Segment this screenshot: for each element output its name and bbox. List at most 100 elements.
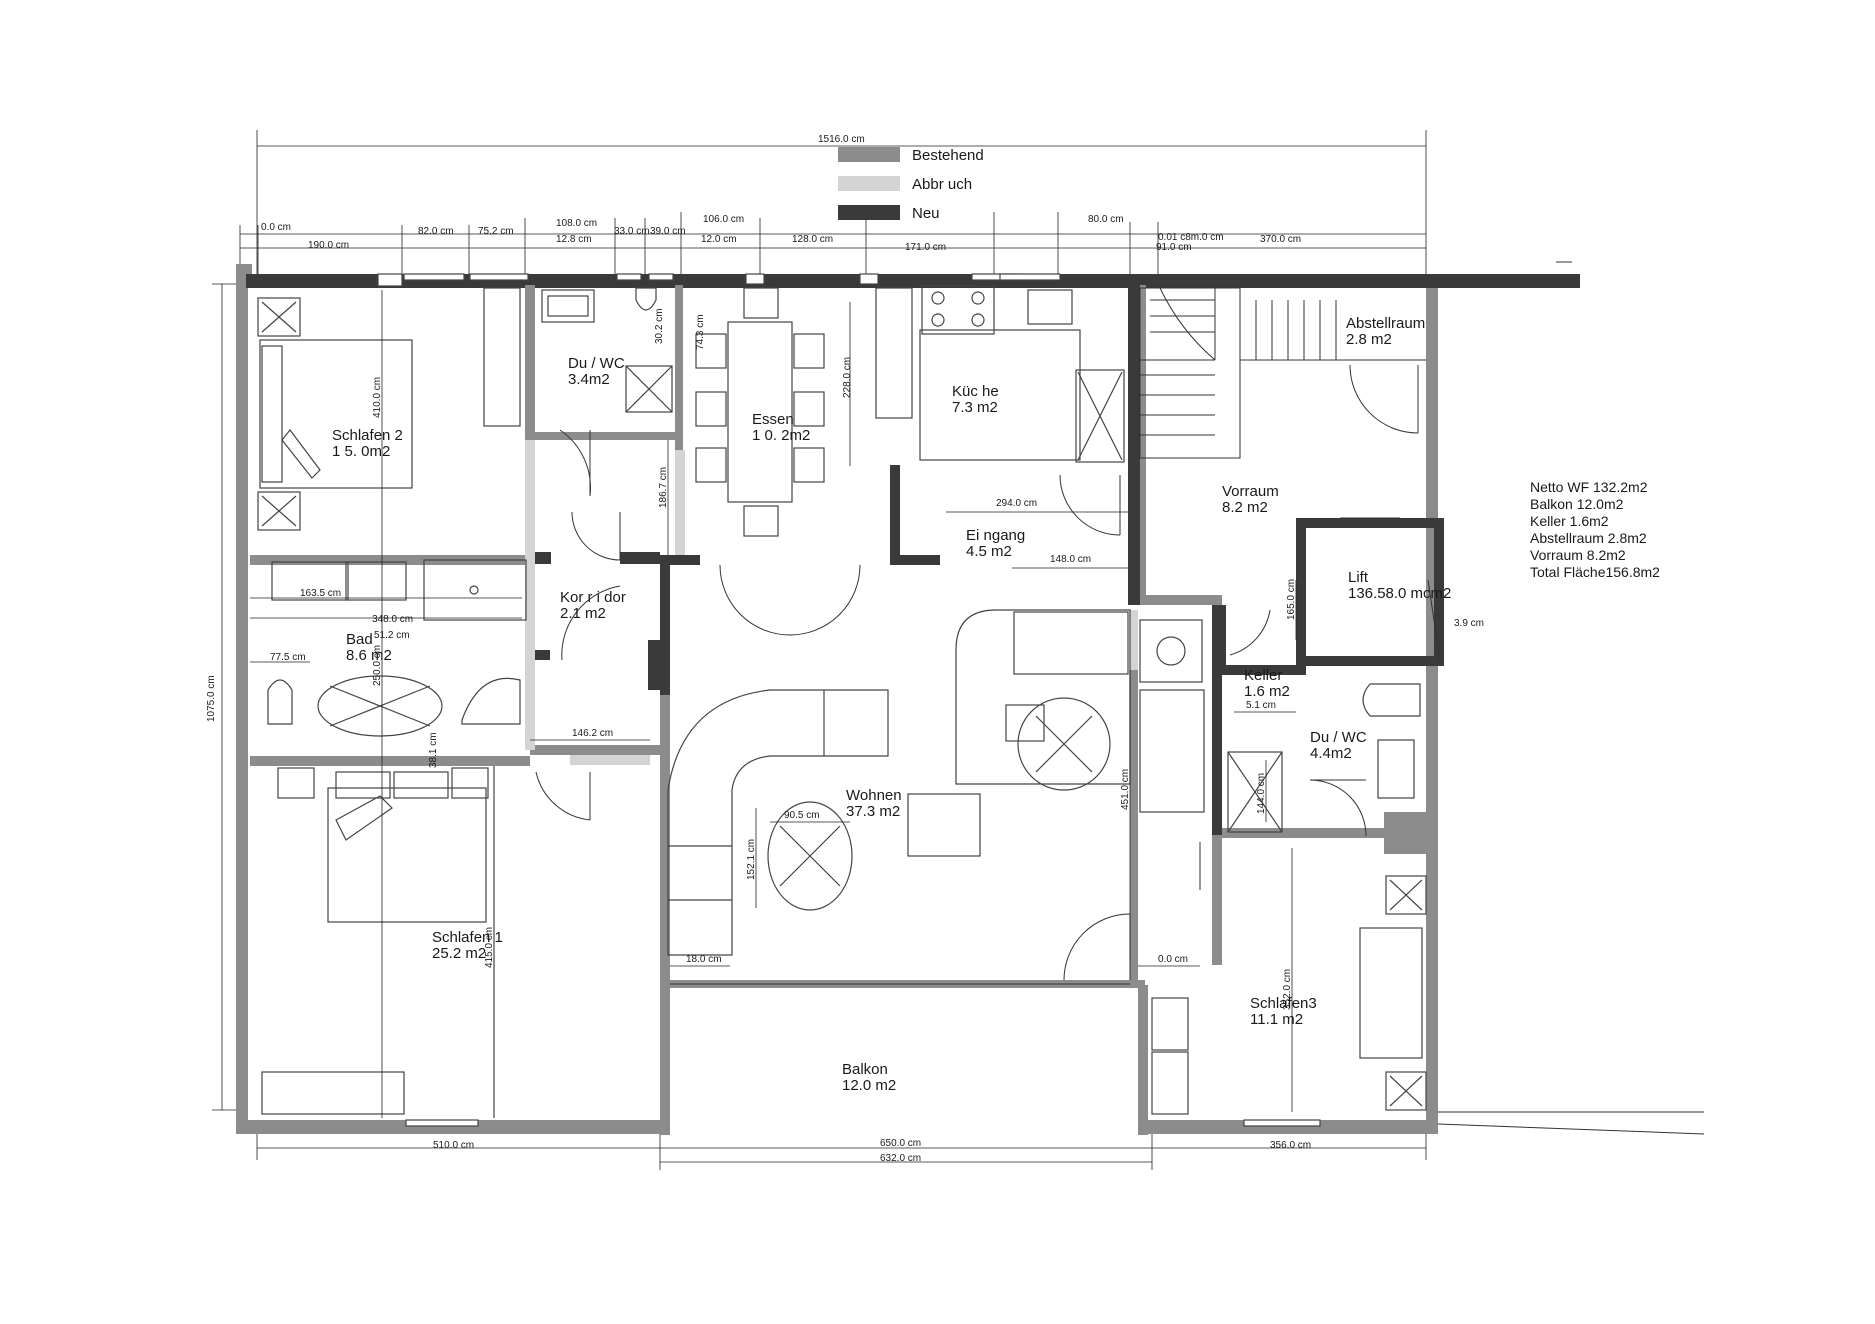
legend-label-demolition: Abbr uch [912,176,972,193]
sink-icon [1027,289,1073,325]
room-vorraum-area: 8.2 m2 [1222,499,1268,516]
dining-table-icon [727,321,793,503]
dim-int-21: 165.0 cm [1286,579,1297,620]
bed-icon [259,339,413,489]
chair-icon [793,333,825,369]
side-table-icon [1005,704,1045,742]
windows [377,273,1441,1127]
chair-icon [793,447,825,483]
chair-icon [695,391,727,427]
nightstand-icon [257,297,301,337]
room-du-wc-2-name: Du / WC [1310,729,1367,746]
dim-top-e: 33.0 cm [614,226,650,237]
dim-overall-height: 1075.0 cm [206,675,217,722]
dim-int-10: 77.5 cm [270,652,306,663]
dim-int-9: 51.2 cm [374,630,410,641]
room-schlafen2-area: 1 5. 0m2 [332,443,390,460]
furniture [257,285,1427,1118]
room-labels: Schlafen 2 1 5. 0m2 Du / WC 3.4m2 Essen … [332,315,1451,1094]
dim-int-17: 0.0 cm [1158,954,1188,965]
chair-icon [793,391,825,427]
dim-int-6: 148.0 cm [1050,554,1091,565]
dim-right-a: 3.9 cm [1454,618,1484,629]
dim-top-c: 75.2 cm [478,226,514,237]
sink-icon [345,561,407,601]
dim-int-18: 5.1 cm [1246,700,1276,711]
dim-bottom-d: 356.0 cm [1270,1140,1311,1151]
dim-int-1: 30.2 cm [654,308,665,344]
room-essen-area: 1 0. 2m2 [752,427,810,444]
room-bad-area: 8.6 m2 [346,647,392,664]
room-schlafen1-area: 25.2 m2 [432,945,486,962]
summary-line: Vorraum 8.2m2 [1530,547,1626,563]
toilet-icon [1362,683,1421,717]
wardrobe-icon [261,1071,405,1115]
chair-icon [695,447,727,483]
nightstand-icon [1385,875,1427,915]
summary-line: Total Fläche156.8m2 [1530,564,1660,580]
dim-int-2: 74.3 cm [695,314,706,350]
room-wohnen-name: Wohnen [846,787,902,804]
fridge-icon [1075,369,1125,463]
room-du-wc-1-name: Du / WC [568,355,625,372]
room-schlafen2-name: Schlafen 2 [332,427,403,444]
exterior-lines [1437,261,1705,1135]
room-korridor-area: 2.1 m2 [560,605,606,622]
dim-overall-width: 1516.0 cm [818,134,865,145]
dim-int-4: 186.7 cm [658,467,669,508]
room-lift-name: Lift [1348,569,1369,586]
armchair-icon [907,793,981,857]
dim-int-23: 415.0 cm [484,927,495,968]
round-table-icon [1017,697,1111,791]
room-du-wc-2-area: 4.4m2 [1310,745,1352,762]
legend-swatch-new [838,205,900,220]
room-wohnen-area: 37.3 m2 [846,803,900,820]
dim-int-5: 294.0 cm [996,498,1037,509]
room-schlafen3-area: 11.1 m2 [1250,1011,1303,1028]
dim-top-d: 108.0 cm [556,218,597,229]
dim-int-7: 163.5 cm [300,588,341,599]
bathtub-icon [317,675,443,737]
room-keller-area: 1.6 m2 [1244,683,1290,700]
wardrobe-icon [1151,997,1189,1051]
stove-icon [1139,619,1203,683]
nightstand-icon [451,767,489,799]
toilet-icon [267,679,293,725]
dim-bottom-a: 510.0 cm [433,1140,474,1151]
room-balkon-name: Balkon [842,1061,888,1078]
room-essen-name: Essen [752,411,794,428]
room-kueche-area: 7.3 m2 [952,399,998,416]
dim-int-16: 451.0 cm [1120,769,1131,810]
sofa-icon [667,689,889,956]
room-vorraum-name: Vorraum [1222,483,1279,500]
chair-icon [743,505,779,537]
dim-int-24: 250.0 cm [372,645,383,686]
legend-swatch-existing [838,147,900,162]
doors [535,364,1419,981]
room-balkon-area: 12.0 m2 [842,1077,896,1094]
dim-top-b: 82.0 cm [418,226,454,237]
dim-int-11: 146.2 cm [572,728,613,739]
wardrobe-icon [483,287,521,427]
summary-line: Balkon 12.0m2 [1530,496,1624,512]
shower-icon [1227,751,1283,833]
room-schlafen1-name: Schlafen 1 [432,929,503,946]
sofa-icon [1013,611,1129,675]
dim-int-14: 152.1 cm [746,839,757,880]
dim-int-12: 38.1 cm [428,732,439,768]
dim-row2-g: 370.0 cm [1260,234,1301,245]
coffee-table-icon [767,801,853,911]
dim-int-20: 352.0 cm [1282,969,1293,1010]
dimension-lines-top: 1516.0 cm 0.0 cm 82.0 cm 75.2 cm 108.0 c… [239,130,1427,280]
interior-dimensions: 30.2 cm 74.3 cm 228.0 cm 186.7 cm 294.0 … [250,290,1297,1118]
room-du-wc-1-area: 3.4m2 [568,371,610,388]
toilet-icon [635,287,657,311]
room-schlafen3-name: Schlafen3 [1250,995,1317,1012]
nightstand-icon [257,491,301,531]
bed-icon [1359,927,1423,1059]
nightstand-icon [277,767,315,799]
room-abstellraum-name: Abstellraum [1346,315,1425,332]
legend-swatch-demolition [838,176,900,191]
room-lift-area: 136.58.0 mcm2 [1348,585,1451,602]
